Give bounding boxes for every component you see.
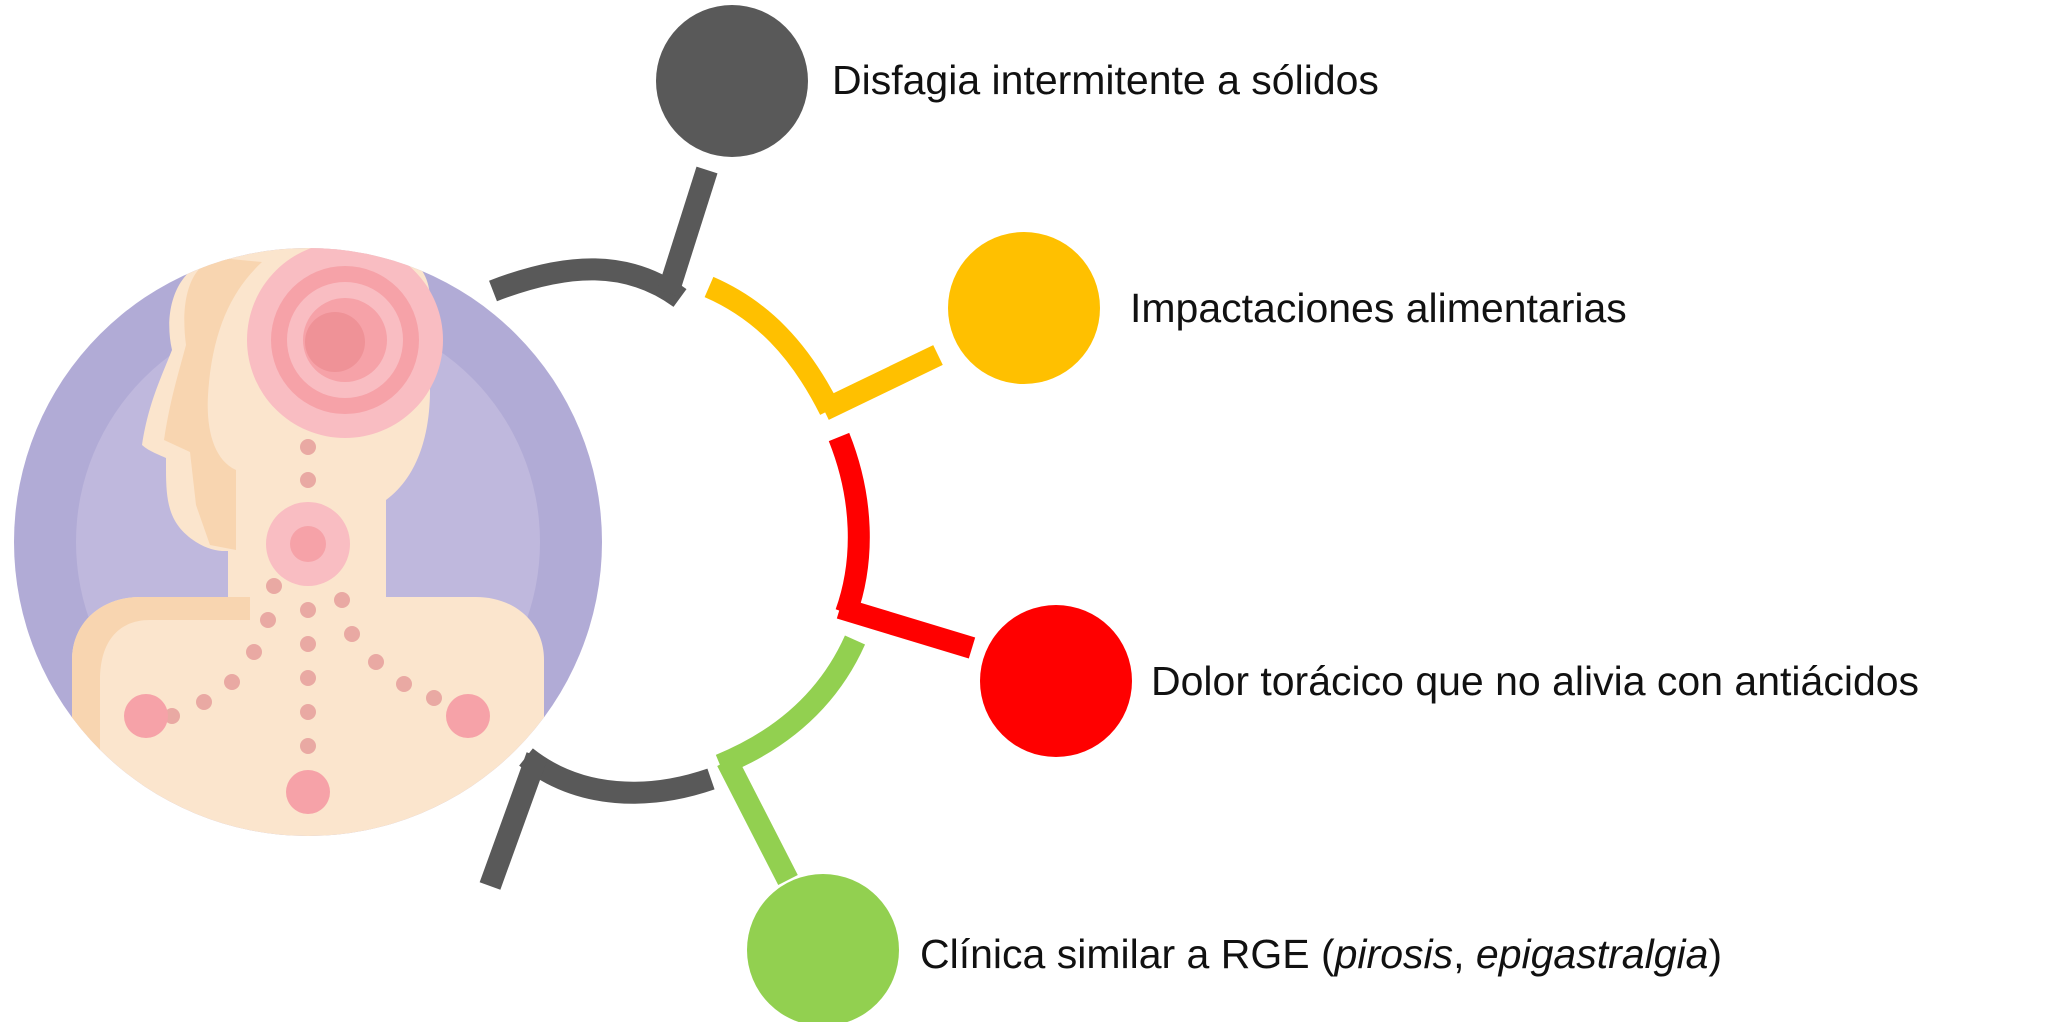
label-part: epigastralgia — [1475, 931, 1709, 977]
label-dysphagia: Disfagia intermitente a sólidos — [832, 60, 1379, 101]
label-part: Impactaciones alimentarias — [1130, 285, 1627, 331]
leader-line-dysphagia — [657, 166, 718, 297]
connector-arc-dysphagia — [489, 258, 687, 308]
label-part: Clínica similar a RGE ( — [920, 931, 1335, 977]
human-pain-points-icon — [14, 248, 602, 836]
stomach-pain — [286, 770, 330, 814]
head-shade — [164, 258, 262, 550]
bullet-dysphagia — [656, 5, 808, 157]
leader-line-bottom — [479, 752, 548, 890]
leader-line-chest-pain — [836, 597, 976, 659]
label-part: ) — [1708, 931, 1723, 977]
left-shoulder-pain — [124, 694, 168, 738]
torso-shape — [72, 597, 544, 836]
leader-line-impactions — [819, 345, 943, 420]
bullet-gerd — [747, 874, 899, 1022]
label-part: Dolor torácico que no alivia con antiáci… — [1151, 658, 1920, 704]
label-part: Disfagia intermitente a sólidos — [832, 57, 1379, 103]
leader-line-gerd — [717, 755, 798, 886]
label-gerd-like: Clínica similar a RGE (pirosis, epigastr… — [920, 934, 1722, 975]
bullet-impactions — [948, 232, 1100, 384]
connector-arc-gerd — [715, 635, 866, 776]
connector-arc-bottom — [519, 748, 715, 804]
throat-pain-core — [290, 526, 326, 562]
bullet-chest-pain — [980, 605, 1132, 757]
connector-arc-chest-pain — [828, 432, 870, 617]
connector-arc-impactions — [704, 276, 840, 415]
label-part: pirosis — [1334, 931, 1454, 977]
right-shoulder-pain — [446, 694, 490, 738]
head-pain-core-shade — [305, 312, 365, 372]
pain-dots — [164, 439, 442, 754]
label-chest-pain: Dolor torácico que no alivia con antiáci… — [1151, 661, 1919, 702]
label-impactions: Impactaciones alimentarias — [1130, 288, 1627, 329]
label-part: , — [1453, 931, 1476, 977]
